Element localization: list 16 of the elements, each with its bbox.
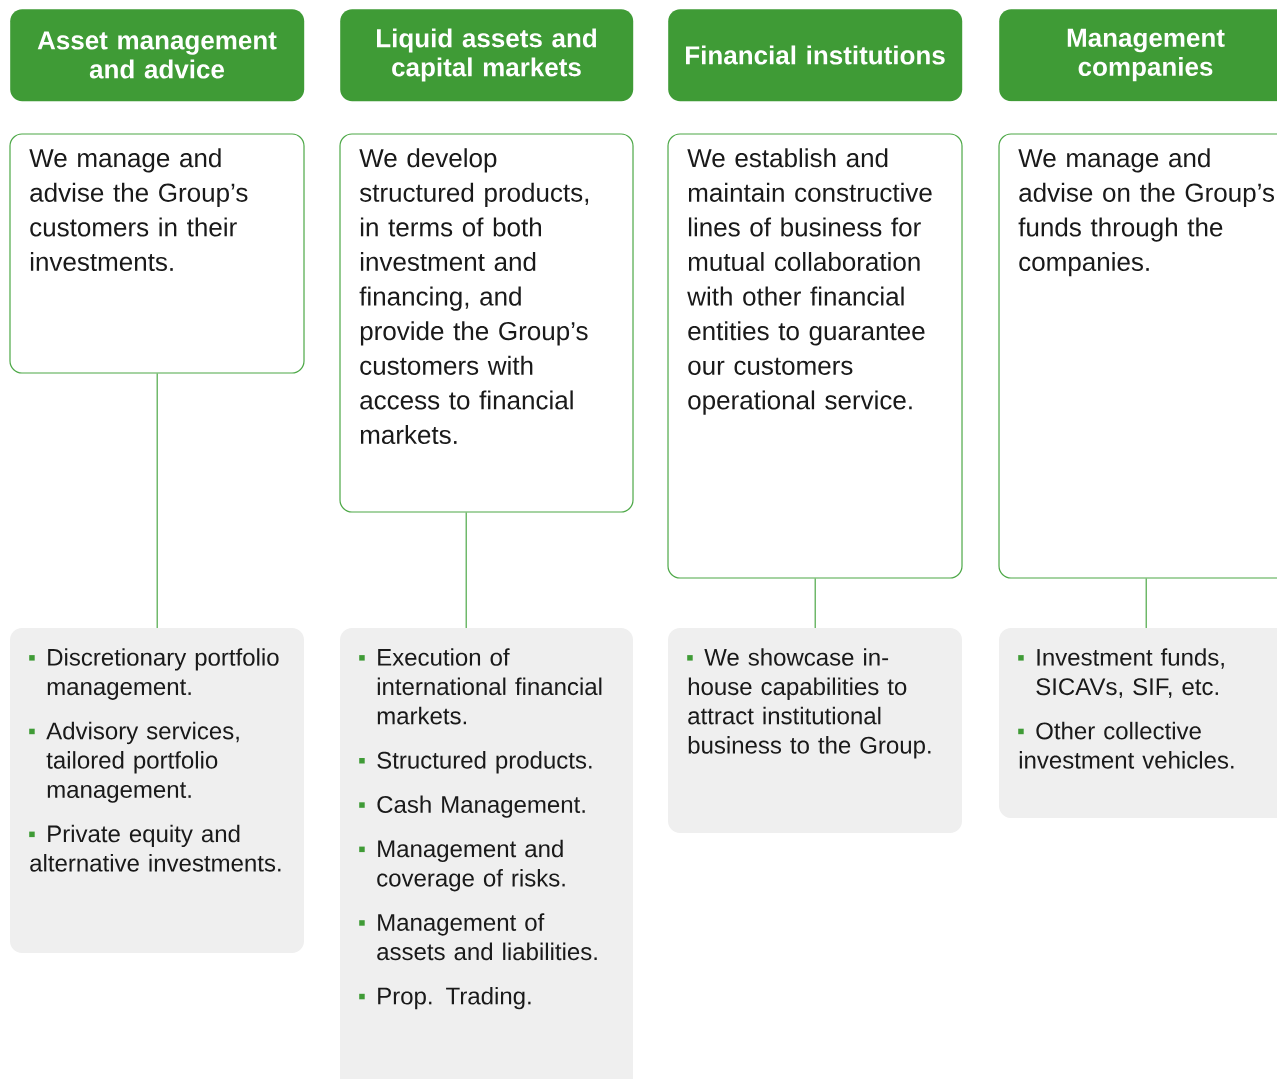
- description-box: We establish and maintain constructive lines of business for mutual collaboration with other financial entities to guarantee our customers operational service.: [667, 133, 963, 579]
- description-box: We manage and advise the Group’s customers in their investments.: [9, 133, 305, 374]
- description-box: We develop structured products, in terms of both investment and financing, and provide the Group’s customers with access to financial markets.: [339, 133, 634, 513]
- bullet-list-box: Discretionary portfolio management. Advisory services, tailored portfolio management. Private equity and alternative investments.: [10, 628, 304, 953]
- column-header: Management companies: [999, 9, 1277, 102]
- bullet-list-box: Investment funds, SICAVs, SIF, etc. Other collective investment vehicles.: [999, 628, 1277, 818]
- bullet-list-box: Execution of international financial markets. Structured products. Cash Management. Management and coverage of risks. Management of assets and liabilities. Prop. Trading.: [340, 628, 633, 1079]
- connector-line: [156, 372, 158, 629]
- column-header: Asset management and advice: [10, 9, 305, 102]
- connector-line: [1145, 577, 1147, 629]
- column-header: Liquid assets and capital markets: [340, 9, 634, 102]
- connector-line: [465, 511, 467, 629]
- description-box: We manage and advise on the Group’s funds through the companies.: [998, 133, 1277, 579]
- connector-line: [814, 577, 816, 629]
- bullet-list-box: We showcase in-house capabilities to attract institutional business to the Group.: [668, 628, 962, 833]
- column-header: Financial institutions: [668, 9, 963, 102]
